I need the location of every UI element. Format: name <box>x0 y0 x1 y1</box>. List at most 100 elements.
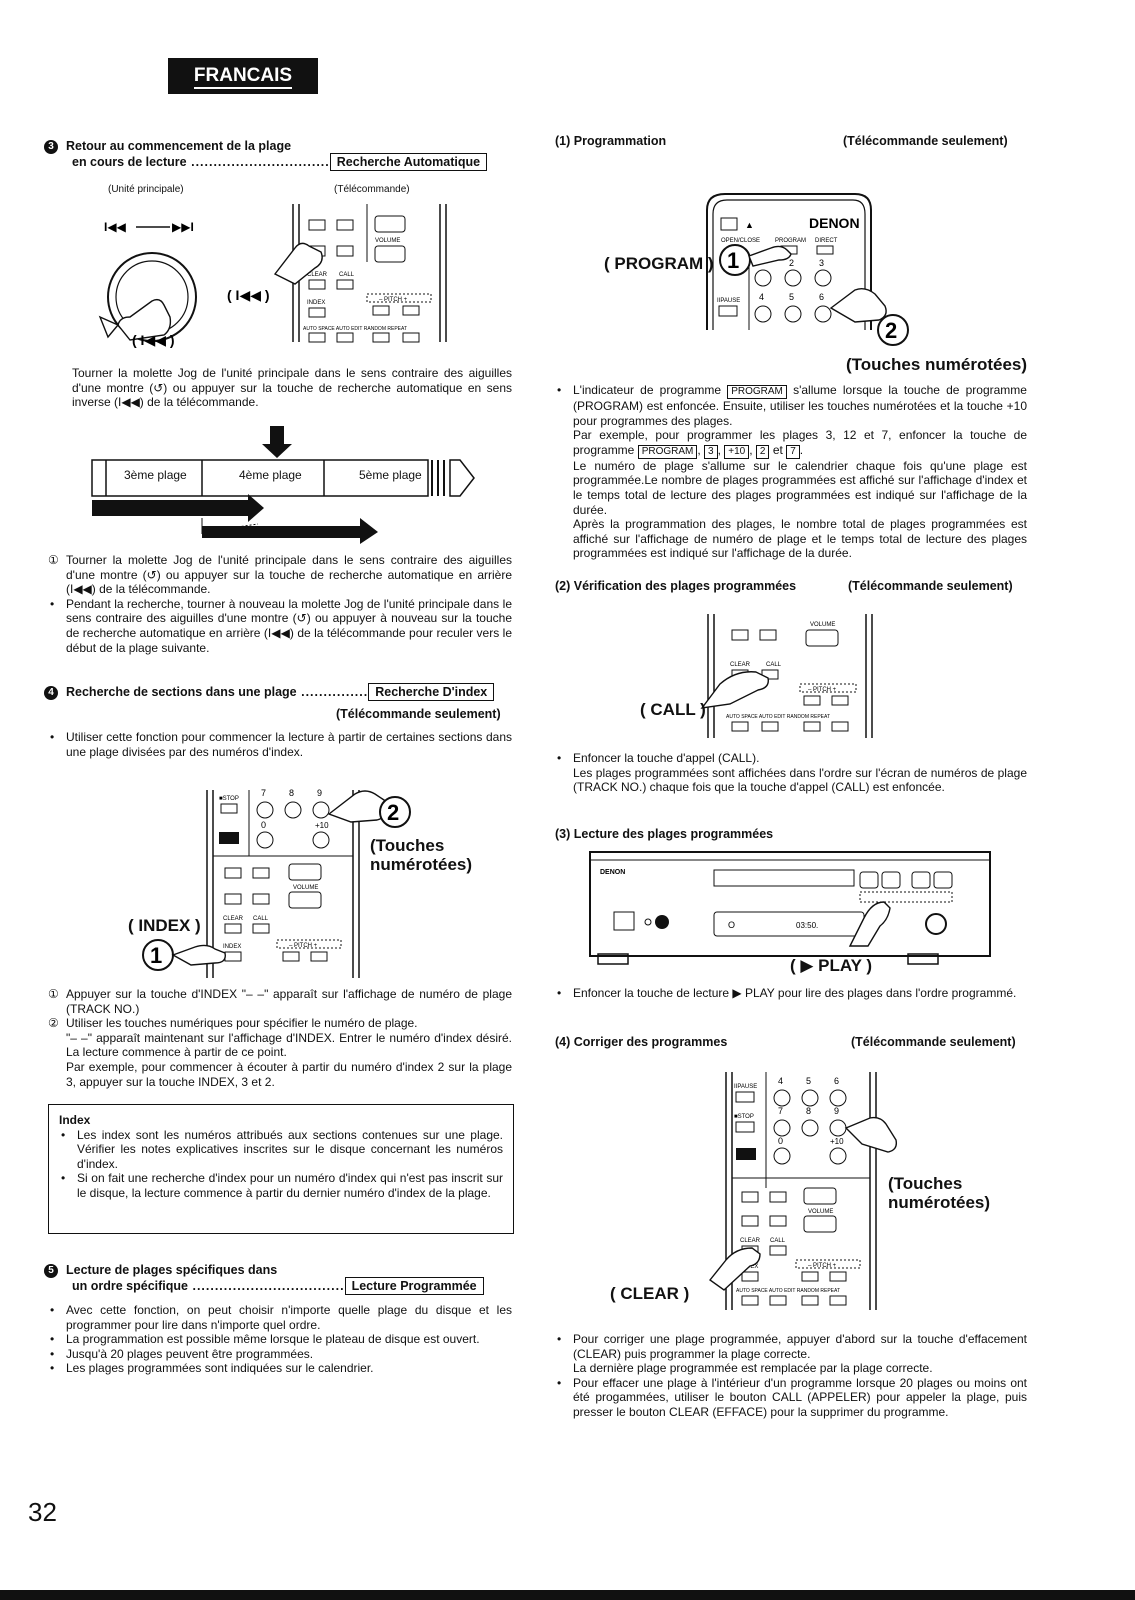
svg-text:– PITCH +: – PITCH + <box>808 687 837 693</box>
svg-text:8: 8 <box>289 788 294 798</box>
svg-text:3: 3 <box>819 258 824 268</box>
svg-text:DENON: DENON <box>809 215 860 231</box>
svg-text:VOLUME: VOLUME <box>810 622 835 628</box>
svg-text:( I◀◀ ): ( I◀◀ ) <box>132 332 175 348</box>
svg-text:4: 4 <box>759 292 764 302</box>
caption-main-unit: (Unité principale) <box>108 184 184 195</box>
section-3-description: Tourner la molette Jog de l'unité princi… <box>72 366 512 410</box>
key-box: +10 <box>724 444 750 459</box>
section-title-line2: un ordre spécifique <box>72 1279 188 1293</box>
svg-text:7: 7 <box>261 788 266 798</box>
svg-text:IIPAUSE: IIPAUSE <box>717 298 740 304</box>
bullet-item: Enfoncer la touche de lecture ▶ PLAY pou… <box>555 986 1027 1001</box>
remote-only-note: (Télécommande seulement) <box>848 579 1013 593</box>
svg-text:I◀◀: I◀◀ <box>104 220 127 234</box>
step-text: Utiliser les touches numériques pour spé… <box>66 1016 418 1031</box>
clear-key-label: ( CLEAR ) <box>610 1284 690 1303</box>
svg-text:CALL: CALL <box>770 1238 786 1244</box>
step-text: Appuyer sur la touche d'INDEX "– –" appa… <box>66 987 512 1016</box>
step-marker: ② <box>48 1016 59 1031</box>
section-title-line2: en cours de lecture <box>72 155 187 169</box>
svg-text:– PITCH +: – PITCH + <box>289 943 318 949</box>
section-number-badge: 3 <box>44 140 58 154</box>
svg-text:1: 1 <box>150 943 162 968</box>
bullet-item: Pendant la recherche, tourner à nouveau … <box>48 597 512 655</box>
index-callout-1: 1 <box>142 939 226 971</box>
jog-wheel-illustration: I◀◀ ▶▶I ( I◀◀ ) <box>98 220 197 348</box>
function-tag: Recherche D'index <box>368 683 495 701</box>
step-2: ② Utiliser les touches numériques pour sp… <box>48 1016 512 1089</box>
svg-text:+10: +10 <box>315 821 329 830</box>
key-box: PROGRAM <box>637 444 698 459</box>
svg-text:CALL: CALL <box>253 916 269 922</box>
svg-text:VOLUME: VOLUME <box>808 1209 833 1215</box>
svg-text:2: 2 <box>789 258 794 268</box>
bullet-item: Si on fait une recherche d'index pour un… <box>59 1171 503 1200</box>
numbered-keys-label: (Touches numérotées) <box>370 836 473 874</box>
bullet-item: Pour corriger une plage programmée, appu… <box>555 1332 1027 1376</box>
key-box: 2 <box>755 444 770 459</box>
svg-text:O: O <box>728 920 735 930</box>
section-number-badge: 4 <box>44 686 58 700</box>
index-note-box: Index Les index sont les numéros attribu… <box>48 1104 514 1234</box>
caption-remote: (Télécommande) <box>334 184 410 195</box>
function-tag: Recherche Automatique <box>329 153 488 171</box>
section-title: Lecture de plages spécifiques dans <box>66 1263 278 1277</box>
svg-text:INDEX: INDEX <box>307 300 325 306</box>
track-label-4: 4ème plage <box>239 468 302 482</box>
svg-text:( I◀◀ ): ( I◀◀ ) <box>227 287 270 303</box>
svg-text:7: 7 <box>778 1106 783 1116</box>
svg-text:INDEX: INDEX <box>223 944 241 950</box>
text-run: Après la programmation des plages, le no… <box>573 517 1027 561</box>
bullet-item: La programmation est possible même lorsq… <box>48 1332 512 1347</box>
track-label-5: 5ème plage <box>359 468 422 482</box>
svg-text:AUTO SPACE AUTO EDIT RANDOM RE: AUTO SPACE AUTO EDIT RANDOM REPEAT <box>726 714 830 720</box>
svg-text:CLEAR: CLEAR <box>307 272 328 278</box>
bullet-item: Les index sont les numéros attribués aux… <box>59 1128 503 1172</box>
bullet-item: Pour effacer une plage à l'intérieur d'u… <box>555 1376 1027 1420</box>
svg-text:1: 1 <box>727 248 739 273</box>
text-run: s'allume lorsque la touche de programme … <box>573 383 1027 428</box>
svg-text:CLEAR: CLEAR <box>730 662 751 668</box>
svg-text:2: 2 <box>885 318 897 343</box>
track-search-diagram <box>91 426 475 544</box>
track-label-3: 3ème plage <box>124 468 187 482</box>
dot-leader: .................................. <box>188 1279 345 1293</box>
svg-text:▶▶I: ▶▶I <box>172 220 194 234</box>
subsection-2-title: (2) Vérification des plages programmées <box>555 579 797 593</box>
svg-text:AUTO SPACE AUTO EDIT RANDOM RE: AUTO SPACE AUTO EDIT RANDOM REPEAT <box>736 1288 840 1294</box>
bullet-item: Enfoncer la touche d'appel (CALL).Les pl… <box>555 751 1027 795</box>
dot-leader: ............... <box>296 685 369 699</box>
function-tag: Lecture Programmée <box>344 1277 484 1295</box>
bullet-item: Utiliser cette fonction pour commencer l… <box>48 730 512 759</box>
subsection-2-text: Enfoncer la touche d'appel (CALL).Les pl… <box>555 751 1027 795</box>
section-5-bullets: Avec cette fonction, on peut choisir n'i… <box>48 1303 512 1376</box>
remote-only-note: (Télécommande seulement) <box>851 1035 1016 1049</box>
svg-text:CALL: CALL <box>766 662 782 668</box>
svg-text:6: 6 <box>819 292 824 302</box>
numbered-keys-label: (Touches numérotées) <box>846 355 1028 374</box>
index-key-label: ( INDEX ) <box>128 916 201 935</box>
remote-only-note: (Télécommande seulement) <box>336 707 501 721</box>
svg-text:+10: +10 <box>830 1137 844 1146</box>
subsection-1-title: (1) Programmation <box>555 134 667 148</box>
subsection-1-text: L'indicateur de programme PROGRAM s'allu… <box>555 383 1027 561</box>
text-run: L'indicateur de programme <box>573 383 722 397</box>
remote-illustration-call: VOLUME CLEAR CALL – PITCH + AUTO SPACE AU… <box>700 614 873 738</box>
step-marker: ① <box>48 987 59 1001</box>
text-run: Pour corriger une plage programmée, appu… <box>573 1332 1027 1361</box>
step-text: Tourner la molette Jog de l'unité princi… <box>66 553 512 597</box>
svg-text:■STOP: ■STOP <box>734 1114 754 1120</box>
text-run: Par exemple, pour programmer les plages … <box>573 428 1027 457</box>
bullet-item: L'indicateur de programme PROGRAM s'allu… <box>555 383 1027 561</box>
text-run: Enfoncer la touche d'appel (CALL). <box>573 751 760 765</box>
svg-text:9: 9 <box>317 788 322 798</box>
call-key-label: ( CALL ) <box>640 700 706 719</box>
svg-text:PROGRAM: PROGRAM <box>775 238 806 244</box>
subsection-4-text: Pour corriger une plage programmée, appu… <box>555 1332 1027 1420</box>
svg-text:9: 9 <box>834 1106 839 1116</box>
